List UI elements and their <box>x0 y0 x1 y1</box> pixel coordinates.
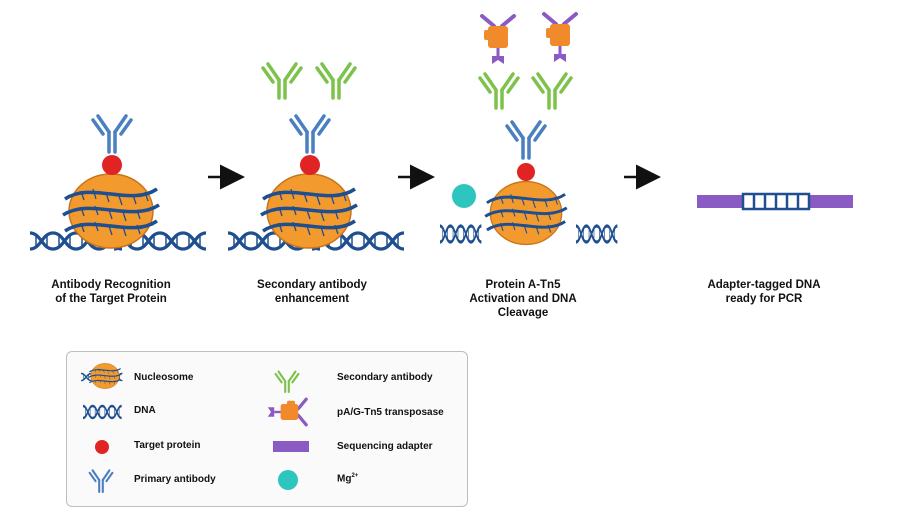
mg-ion-icon <box>278 470 298 490</box>
step1-illustration <box>28 114 208 251</box>
dna-fragment-left <box>438 224 483 244</box>
secondary-antibody <box>478 72 520 110</box>
mg-ion <box>452 184 476 208</box>
legend-label-primary-antibody: Primary antibody <box>134 474 216 485</box>
nucleosome <box>483 180 569 246</box>
transposase <box>480 14 516 66</box>
nucleosome-icon <box>88 362 122 390</box>
sequencing-adapter-left <box>697 195 743 208</box>
secondary-antibody <box>531 72 573 110</box>
step4-illustration <box>697 192 853 211</box>
dna-icon <box>81 404 123 420</box>
legend-label-nucleosome: Nucleosome <box>134 372 194 383</box>
legend-icons <box>80 362 309 494</box>
transposase <box>542 12 578 64</box>
secondary-antibody-icon <box>274 370 300 394</box>
mg-label-superscript: 2+ <box>351 473 359 479</box>
step1-caption: Antibody Recognition of the Target Prote… <box>51 279 171 305</box>
target-protein <box>102 155 122 175</box>
legend-label-sequencing-adapter: Sequencing adapter <box>337 441 433 452</box>
dna-fragment-right <box>574 224 620 244</box>
secondary-antibody <box>261 62 303 100</box>
primary-antibody <box>505 120 547 160</box>
primary-antibody <box>91 114 133 154</box>
primary-antibody <box>289 114 331 154</box>
legend-label-transposase: pA/G-Tn5 transposase <box>337 407 444 418</box>
legend-label-dna: DNA <box>134 405 156 416</box>
primary-antibody-icon <box>88 469 114 494</box>
secondary-antibody <box>315 62 357 100</box>
legend: Nucleosome DNA Target protein Primary an… <box>66 351 468 507</box>
mg-label-base: Mg <box>337 473 352 485</box>
tagged-dna-fragment <box>741 192 811 211</box>
target-protein <box>517 163 535 181</box>
sequencing-adapter-right <box>809 195 853 208</box>
legend-label-mg: Mg2+ <box>337 473 358 484</box>
sequencing-adapter-icon <box>273 441 309 452</box>
step2-illustration <box>226 62 406 251</box>
legend-label-target-protein: Target protein <box>134 440 201 451</box>
step3-illustration <box>438 12 620 246</box>
transposase-icon <box>266 397 308 427</box>
target-protein-icon <box>95 440 109 454</box>
target-protein <box>300 155 320 175</box>
step3-caption: Protein A-Tn5 Activation and DNA Cleavag… <box>469 279 577 319</box>
step4-caption: Adapter-tagged DNA ready for PCR <box>707 279 821 305</box>
step2-caption: Secondary antibody enhancement <box>257 279 367 305</box>
legend-label-secondary-antibody: Secondary antibody <box>337 372 433 383</box>
